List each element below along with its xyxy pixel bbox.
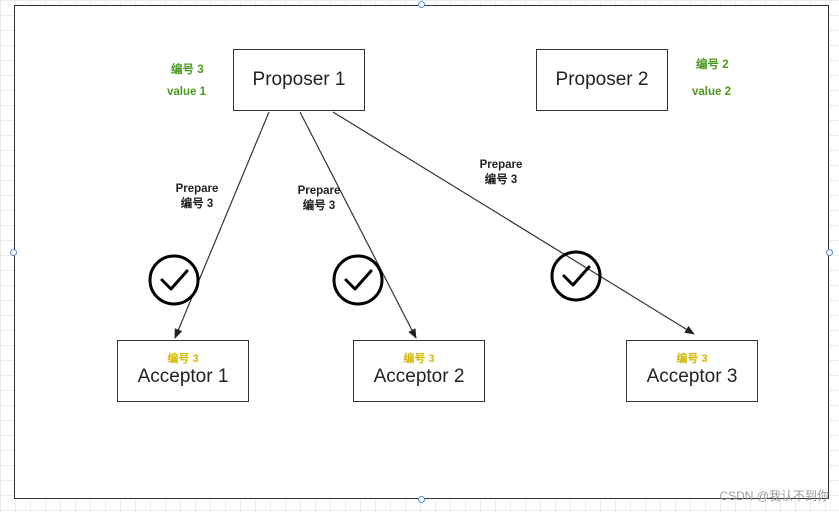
prepare-label-3-line1: Prepare — [479, 159, 523, 171]
acceptor-2-box[interactable]: 编号 3 Acceptor 2 — [353, 340, 485, 402]
acceptor-3-tag: 编号 3 — [676, 353, 708, 366]
acceptor-1-tag: 编号 3 — [167, 353, 199, 366]
resize-handle-top[interactable] — [418, 1, 425, 8]
prepare-label-1: Prepare 编号 3 — [170, 182, 224, 212]
proposer-1-value: value 1 — [167, 86, 206, 98]
acceptor-1-box[interactable]: 编号 3 Acceptor 1 — [117, 340, 249, 402]
prepare-label-3-line2: 编号 3 — [484, 174, 518, 186]
prepare-label-3: Prepare 编号 3 — [474, 158, 528, 188]
proposer-2-number: 编号 2 — [696, 59, 729, 71]
check-circle-icon — [550, 250, 602, 302]
proposer-1-title: Proposer 1 — [252, 68, 346, 90]
acceptor-3-title: Acceptor 3 — [646, 366, 738, 388]
prepare-arrow-1[interactable] — [174, 111, 270, 339]
proposer-2-value: value 2 — [692, 86, 731, 98]
prepare-label-1-line2: 编号 3 — [180, 198, 214, 210]
prepare-arrow-3[interactable] — [332, 111, 695, 335]
diagram-frame[interactable] — [14, 5, 829, 499]
proposer-1-number: 编号 3 — [171, 64, 204, 76]
prepare-label-2-line2: 编号 3 — [302, 200, 336, 212]
acceptor-1-title: Acceptor 1 — [137, 366, 229, 388]
resize-handle-left[interactable] — [10, 249, 17, 256]
acceptor-2-tag: 编号 3 — [403, 353, 435, 366]
prepare-label-2: Prepare 编号 3 — [292, 184, 346, 214]
proposer-2-box[interactable]: Proposer 2 — [536, 49, 668, 111]
prepare-label-2-line1: Prepare — [297, 185, 341, 197]
watermark: CSDN @我认不到你 — [719, 489, 829, 503]
acceptor-2-title: Acceptor 2 — [373, 366, 465, 388]
proposer-2-title: Proposer 2 — [555, 68, 649, 90]
acceptor-3-box[interactable]: 编号 3 Acceptor 3 — [626, 340, 758, 402]
resize-handle-right[interactable] — [826, 249, 833, 256]
proposer-1-box[interactable]: Proposer 1 — [233, 49, 365, 111]
prepare-arrow-2[interactable] — [299, 111, 417, 339]
resize-handle-bottom[interactable] — [418, 496, 425, 503]
check-circle-icon — [332, 254, 384, 306]
check-circle-icon — [148, 254, 200, 306]
prepare-label-1-line1: Prepare — [175, 183, 219, 195]
